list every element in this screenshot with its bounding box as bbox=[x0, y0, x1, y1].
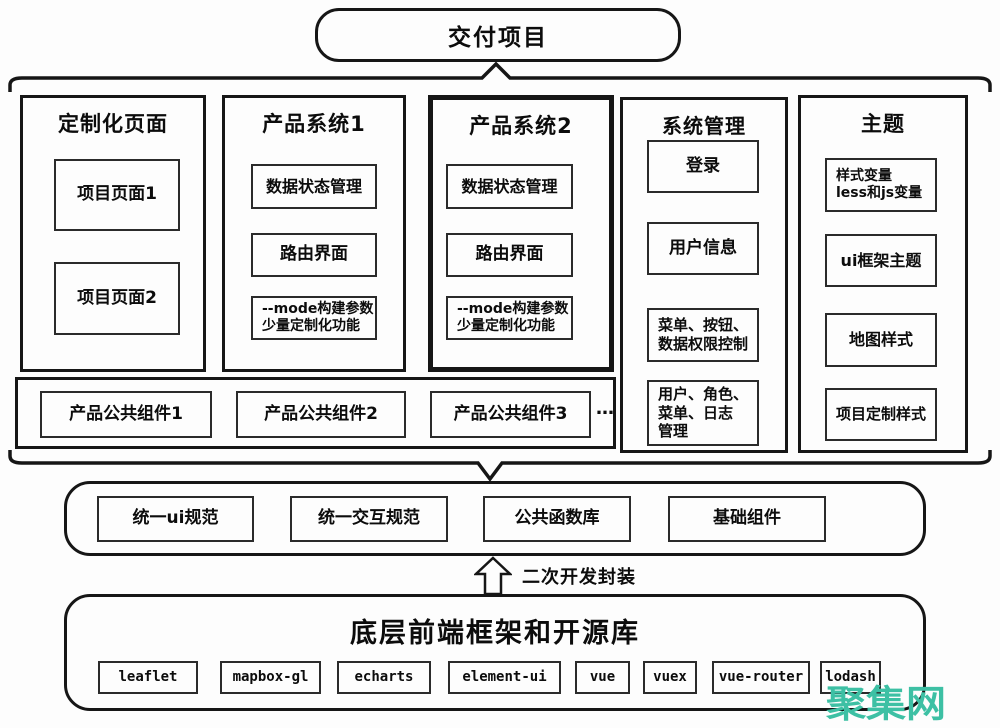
node-lib-lodash: lodash bbox=[820, 661, 881, 694]
column-system-management-title: 系统管理 bbox=[662, 114, 746, 138]
node-lib-echarts: echarts bbox=[337, 661, 431, 694]
arrow-label: 二次开发封装 bbox=[522, 567, 636, 588]
node-router-ui-1: 路由界面 bbox=[251, 233, 377, 277]
node-lib-vuex: vuex bbox=[643, 661, 697, 694]
node-common-function-lib: 公共函数库 bbox=[483, 496, 631, 542]
node-map-style: 地图样式 bbox=[825, 313, 937, 367]
node-shared-component-3: 产品公共组件3 bbox=[430, 391, 591, 438]
column-customized-pages: 定制化页面 项目页面1 项目页面2 bbox=[20, 95, 206, 372]
bottom-brace bbox=[8, 450, 992, 482]
column-product-system-1-title: 产品系统1 bbox=[262, 112, 366, 136]
foundation-layer: 底层前端框架和开源库 leaflet mapbox-gl echarts ele… bbox=[64, 594, 926, 711]
top-brace bbox=[8, 61, 992, 92]
column-product-system-2: 产品系统2 数据状态管理 路由界面 --mode构建参数 少量定制化功能 bbox=[428, 95, 614, 372]
delivery-project-node: 交付项目 bbox=[315, 8, 681, 62]
node-project-custom-style: 项目定制样式 bbox=[825, 388, 937, 441]
node-lib-vue: vue bbox=[575, 661, 630, 694]
node-lib-leaflet: leaflet bbox=[98, 661, 198, 694]
node-permission-control: 菜单、按钮、 数据权限控制 bbox=[647, 308, 759, 362]
node-unified-ui-spec: 统一ui规范 bbox=[97, 496, 254, 542]
node-mode-build-params-2: --mode构建参数 少量定制化功能 bbox=[446, 296, 573, 340]
node-login: 登录 bbox=[647, 140, 759, 193]
node-data-state-mgmt-2: 数据状态管理 bbox=[446, 164, 573, 209]
shared-components-ellipsis: … bbox=[596, 398, 614, 419]
node-lib-vue-router: vue-router bbox=[712, 661, 810, 694]
node-user-role-menu-log-mgmt: 用户、角色、 菜单、日志 管理 bbox=[647, 380, 759, 446]
column-product-system-1: 产品系统1 数据状态管理 路由界面 --mode构建参数 少量定制化功能 bbox=[222, 95, 406, 372]
node-router-ui-2: 路由界面 bbox=[446, 233, 573, 277]
node-user-info: 用户信息 bbox=[647, 222, 759, 275]
node-ui-framework-theme: ui框架主题 bbox=[825, 234, 937, 287]
node-unified-interaction-spec: 统一交互规范 bbox=[290, 496, 448, 542]
column-product-system-2-title: 产品系统2 bbox=[469, 114, 573, 138]
column-theme-title: 主题 bbox=[861, 112, 905, 136]
platform-layer: 统一ui规范 统一交互规范 公共函数库 基础组件 bbox=[64, 481, 926, 556]
shared-components-row: 产品公共组件1 产品公共组件2 产品公共组件3 … bbox=[15, 377, 616, 449]
up-arrow-icon bbox=[474, 556, 512, 596]
node-shared-component-1: 产品公共组件1 bbox=[40, 391, 212, 438]
node-base-components: 基础组件 bbox=[668, 496, 826, 542]
column-system-management: 系统管理 登录 用户信息 菜单、按钮、 数据权限控制 用户、角色、 菜单、日志 … bbox=[620, 97, 788, 453]
delivery-project-label: 交付项目 bbox=[448, 25, 548, 51]
node-project-page-2: 项目页面2 bbox=[54, 262, 180, 335]
node-lib-mapbox-gl: mapbox-gl bbox=[220, 661, 321, 694]
node-shared-component-2: 产品公共组件2 bbox=[236, 391, 406, 438]
node-lib-element-ui: element-ui bbox=[448, 661, 561, 694]
watermark-text: 聚集网 bbox=[826, 683, 946, 726]
column-theme: 主题 样式变量 less和js变量 ui框架主题 地图样式 项目定制样式 bbox=[798, 95, 968, 453]
node-project-page-1: 项目页面1 bbox=[54, 159, 180, 231]
foundation-layer-title: 底层前端框架和开源库 bbox=[350, 618, 640, 649]
node-data-state-mgmt-1: 数据状态管理 bbox=[251, 164, 377, 209]
node-style-variables: 样式变量 less和js变量 bbox=[825, 158, 937, 212]
node-mode-build-params-1: --mode构建参数 少量定制化功能 bbox=[251, 296, 377, 340]
column-customized-pages-title: 定制化页面 bbox=[58, 112, 168, 136]
